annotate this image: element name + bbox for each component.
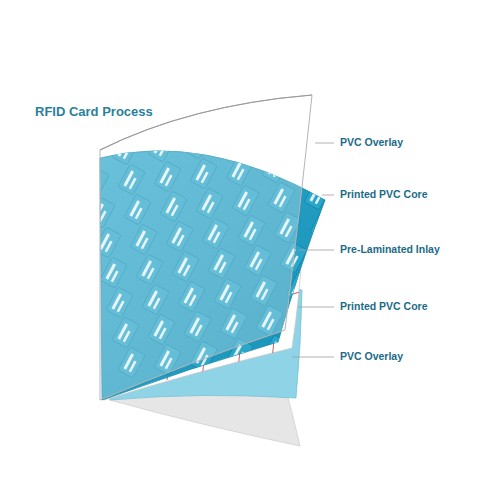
overlay-edge [100, 95, 312, 150]
card-bar [297, 286, 305, 298]
leader-lines [292, 143, 334, 357]
card-print [262, 335, 289, 366]
card-outline [316, 239, 343, 270]
card-bar [81, 143, 92, 159]
card-bar [297, 308, 308, 324]
card-bar [321, 245, 332, 261]
card-bar [153, 115, 161, 127]
card-bar [303, 316, 311, 328]
layer-label: PVC Overlay [340, 350, 490, 362]
card-bar [309, 346, 317, 358]
card-print [310, 209, 337, 240]
leader-line [298, 307, 334, 308]
leader-line [292, 357, 334, 358]
leader-line [298, 250, 334, 251]
card-bar [315, 193, 323, 205]
card-print [298, 332, 325, 363]
card-bar [327, 253, 335, 265]
card-bar [81, 121, 89, 133]
layer-label: Printed PVC Core [340, 188, 490, 200]
card-print [322, 269, 349, 300]
card-print [316, 239, 343, 270]
leader-line [315, 143, 334, 144]
card-bar [321, 223, 329, 235]
card-print [304, 179, 331, 210]
card-bar [339, 335, 350, 351]
card-bar [93, 181, 101, 193]
card-outline [310, 209, 337, 240]
card-outline [262, 335, 289, 366]
card-bar [237, 352, 245, 364]
top-overlay-sheet [100, 95, 312, 400]
card-bar [303, 338, 314, 354]
card-bar [333, 283, 341, 295]
leader-line [322, 195, 334, 196]
card-bar [315, 215, 326, 231]
card-outline [304, 179, 331, 210]
card-bar [339, 313, 347, 325]
diagram-title: RFID Card Process [35, 104, 153, 119]
card-outline [298, 332, 325, 363]
card-outline [322, 269, 349, 300]
layer-label: Pre-Laminated Inlay [340, 243, 490, 255]
card-bar [273, 349, 281, 361]
card-bar [117, 118, 125, 130]
card-bar [87, 173, 98, 189]
card-bar [87, 151, 95, 163]
card-bar [291, 278, 302, 294]
card-outline [76, 137, 103, 168]
card-bar [267, 341, 278, 357]
layer-label: Printed PVC Core [340, 300, 490, 312]
card-bar [309, 163, 317, 175]
card-print [76, 137, 103, 168]
layer-label: PVC Overlay [340, 136, 490, 148]
card-bar [327, 275, 338, 291]
